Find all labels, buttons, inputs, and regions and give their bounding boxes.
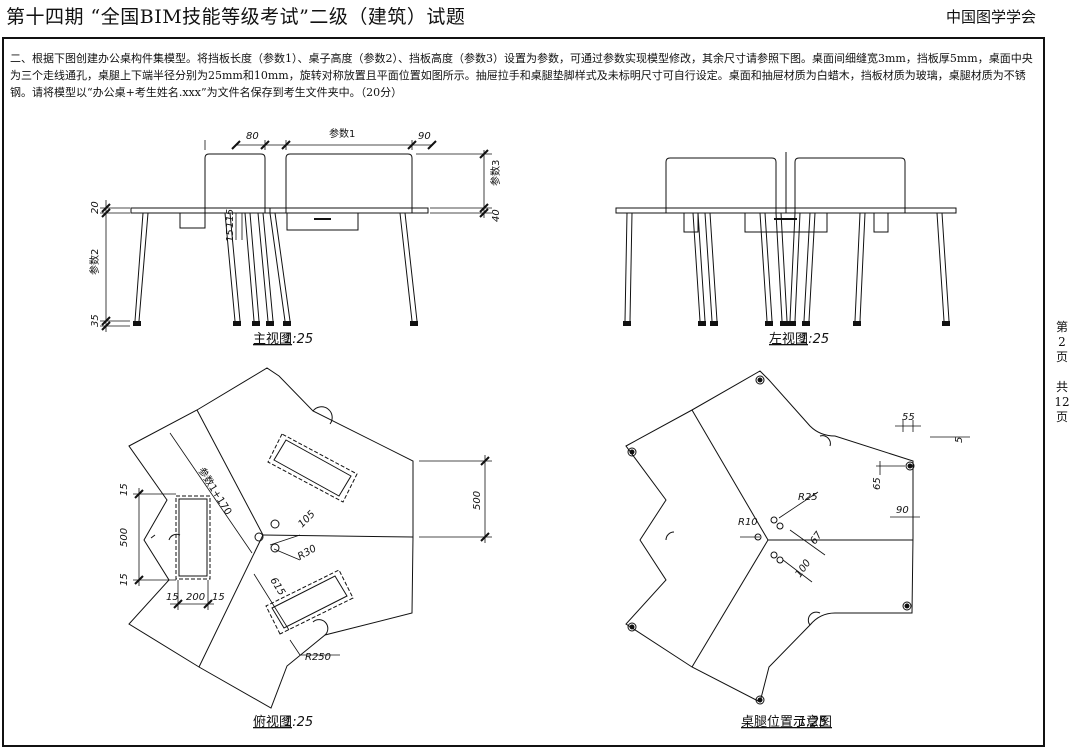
dim-90: 90: [418, 131, 431, 142]
wire-hole: [270, 543, 280, 553]
left-screen-b: [794, 157, 906, 213]
front-view: 80 参数1 90 参数3 40 20 15 115 参数2 35 主视图 1:…: [88, 127, 502, 347]
page-total: 12: [1054, 395, 1070, 409]
top-handle-b: [312, 406, 333, 425]
front-drawer-left: [179, 213, 206, 229]
dim-80: 80: [246, 131, 259, 142]
top-view-caption: 俯视图: [253, 714, 292, 730]
dim-top-200: 200: [186, 592, 205, 603]
front-screen-right: [285, 153, 413, 213]
wire-hole: [254, 532, 264, 542]
wire-hole: [270, 519, 280, 529]
legs-view-scale: 1:25: [798, 715, 827, 730]
dim-top-15d: 15: [212, 592, 225, 603]
dim-top-500b: 500: [472, 491, 483, 510]
dim-20: 20: [90, 201, 101, 214]
dim-legs-90: 90: [896, 505, 909, 516]
legs-seam-c: [691, 539, 769, 668]
dim-param3: 参数3: [489, 160, 502, 186]
dim-top-15c: 15: [166, 592, 179, 603]
legs-seam-a: [691, 409, 769, 541]
leg-markers: [627, 375, 915, 705]
front-desktop: [130, 207, 429, 214]
dim-top-r30: R30: [296, 543, 319, 562]
page-indicator: 第 2 页 共 12 页: [1054, 320, 1070, 425]
dim-35: 35: [90, 314, 101, 327]
question-text: 二、根据下图创建办公桌构件集模型。将挡板长度（参数1）、桌子高度（参数2）、挡板…: [10, 52, 1033, 99]
top-handle-a: [168, 533, 181, 541]
front-drawer-right: [286, 213, 359, 231]
leg-position-view: 55 65 5 R25 R10 67 90 100 桌腿位置示意图 1:25: [625, 370, 970, 730]
top-seam-a: [196, 409, 264, 536]
top-desk-outline: [128, 367, 414, 709]
dim-40: 40: [491, 209, 502, 222]
dim-param1: 参数1: [329, 127, 355, 140]
left-view: 左视图 1:25: [615, 152, 957, 347]
page-char: 页: [1055, 410, 1068, 424]
left-view-scale: 1:25: [800, 332, 829, 347]
top-dimensions: [133, 432, 492, 656]
top-drawers: [175, 433, 358, 635]
legs-view-caption: 桌腿位置示意图: [741, 714, 832, 730]
page-title: 第十四期 “全国BIM技能等级考试”二级（建筑）试题: [6, 6, 466, 28]
left-drawer-center: [744, 213, 828, 233]
left-screen-a: [665, 157, 777, 213]
front-view-scale: 1:25: [284, 332, 313, 347]
page-char: 页: [1055, 350, 1068, 364]
front-legs: [133, 212, 418, 326]
top-seam-c: [198, 534, 264, 668]
page-char: 第: [1055, 320, 1068, 334]
dim-legs-67: 67: [808, 529, 825, 546]
front-screen-left: [204, 153, 266, 213]
dim-top-15a: 15: [119, 483, 130, 496]
left-legs: [623, 212, 950, 326]
top-view-scale: 1:25: [284, 715, 313, 730]
top-handle-c: [312, 619, 329, 636]
page-char: 共: [1055, 380, 1068, 394]
dim-top-15b: 15: [119, 573, 130, 586]
dim-top-105: 105: [296, 509, 317, 530]
left-drawer-side-b: [873, 213, 889, 233]
front-view-caption: 主视图: [253, 332, 292, 347]
top-view: 15 500 15 15 200 15 参数1+170 105 R30 615 …: [119, 367, 492, 730]
page-current: 2: [1058, 335, 1066, 349]
left-drawer-side-a: [683, 213, 699, 233]
organization-name: 中国图学学会: [945, 8, 1036, 26]
dim-legs-r10: R10: [738, 517, 758, 528]
front-dimensions: [100, 140, 492, 332]
dim-legs-5: 5: [954, 437, 965, 443]
dim-top-615: 615: [267, 576, 286, 598]
dim-top-500a: 500: [119, 528, 130, 547]
top-seam-b: [262, 534, 414, 538]
dim-legs-55: 55: [902, 412, 915, 423]
dim-115: 115: [225, 209, 236, 228]
legs-desk-outline: [625, 370, 914, 703]
legs-dimensions: [740, 420, 970, 583]
dim-legs-r25: R25: [798, 492, 818, 503]
dim-legs-100: 100: [793, 558, 813, 580]
left-view-caption: 左视图: [769, 332, 808, 347]
dim-15: 15: [225, 229, 236, 242]
dim-param2: 参数2: [88, 249, 101, 275]
dim-top-param1-170: 参数1+170: [195, 465, 235, 518]
dim-top-r250: R250: [305, 652, 331, 663]
dim-legs-65: 65: [872, 477, 883, 490]
